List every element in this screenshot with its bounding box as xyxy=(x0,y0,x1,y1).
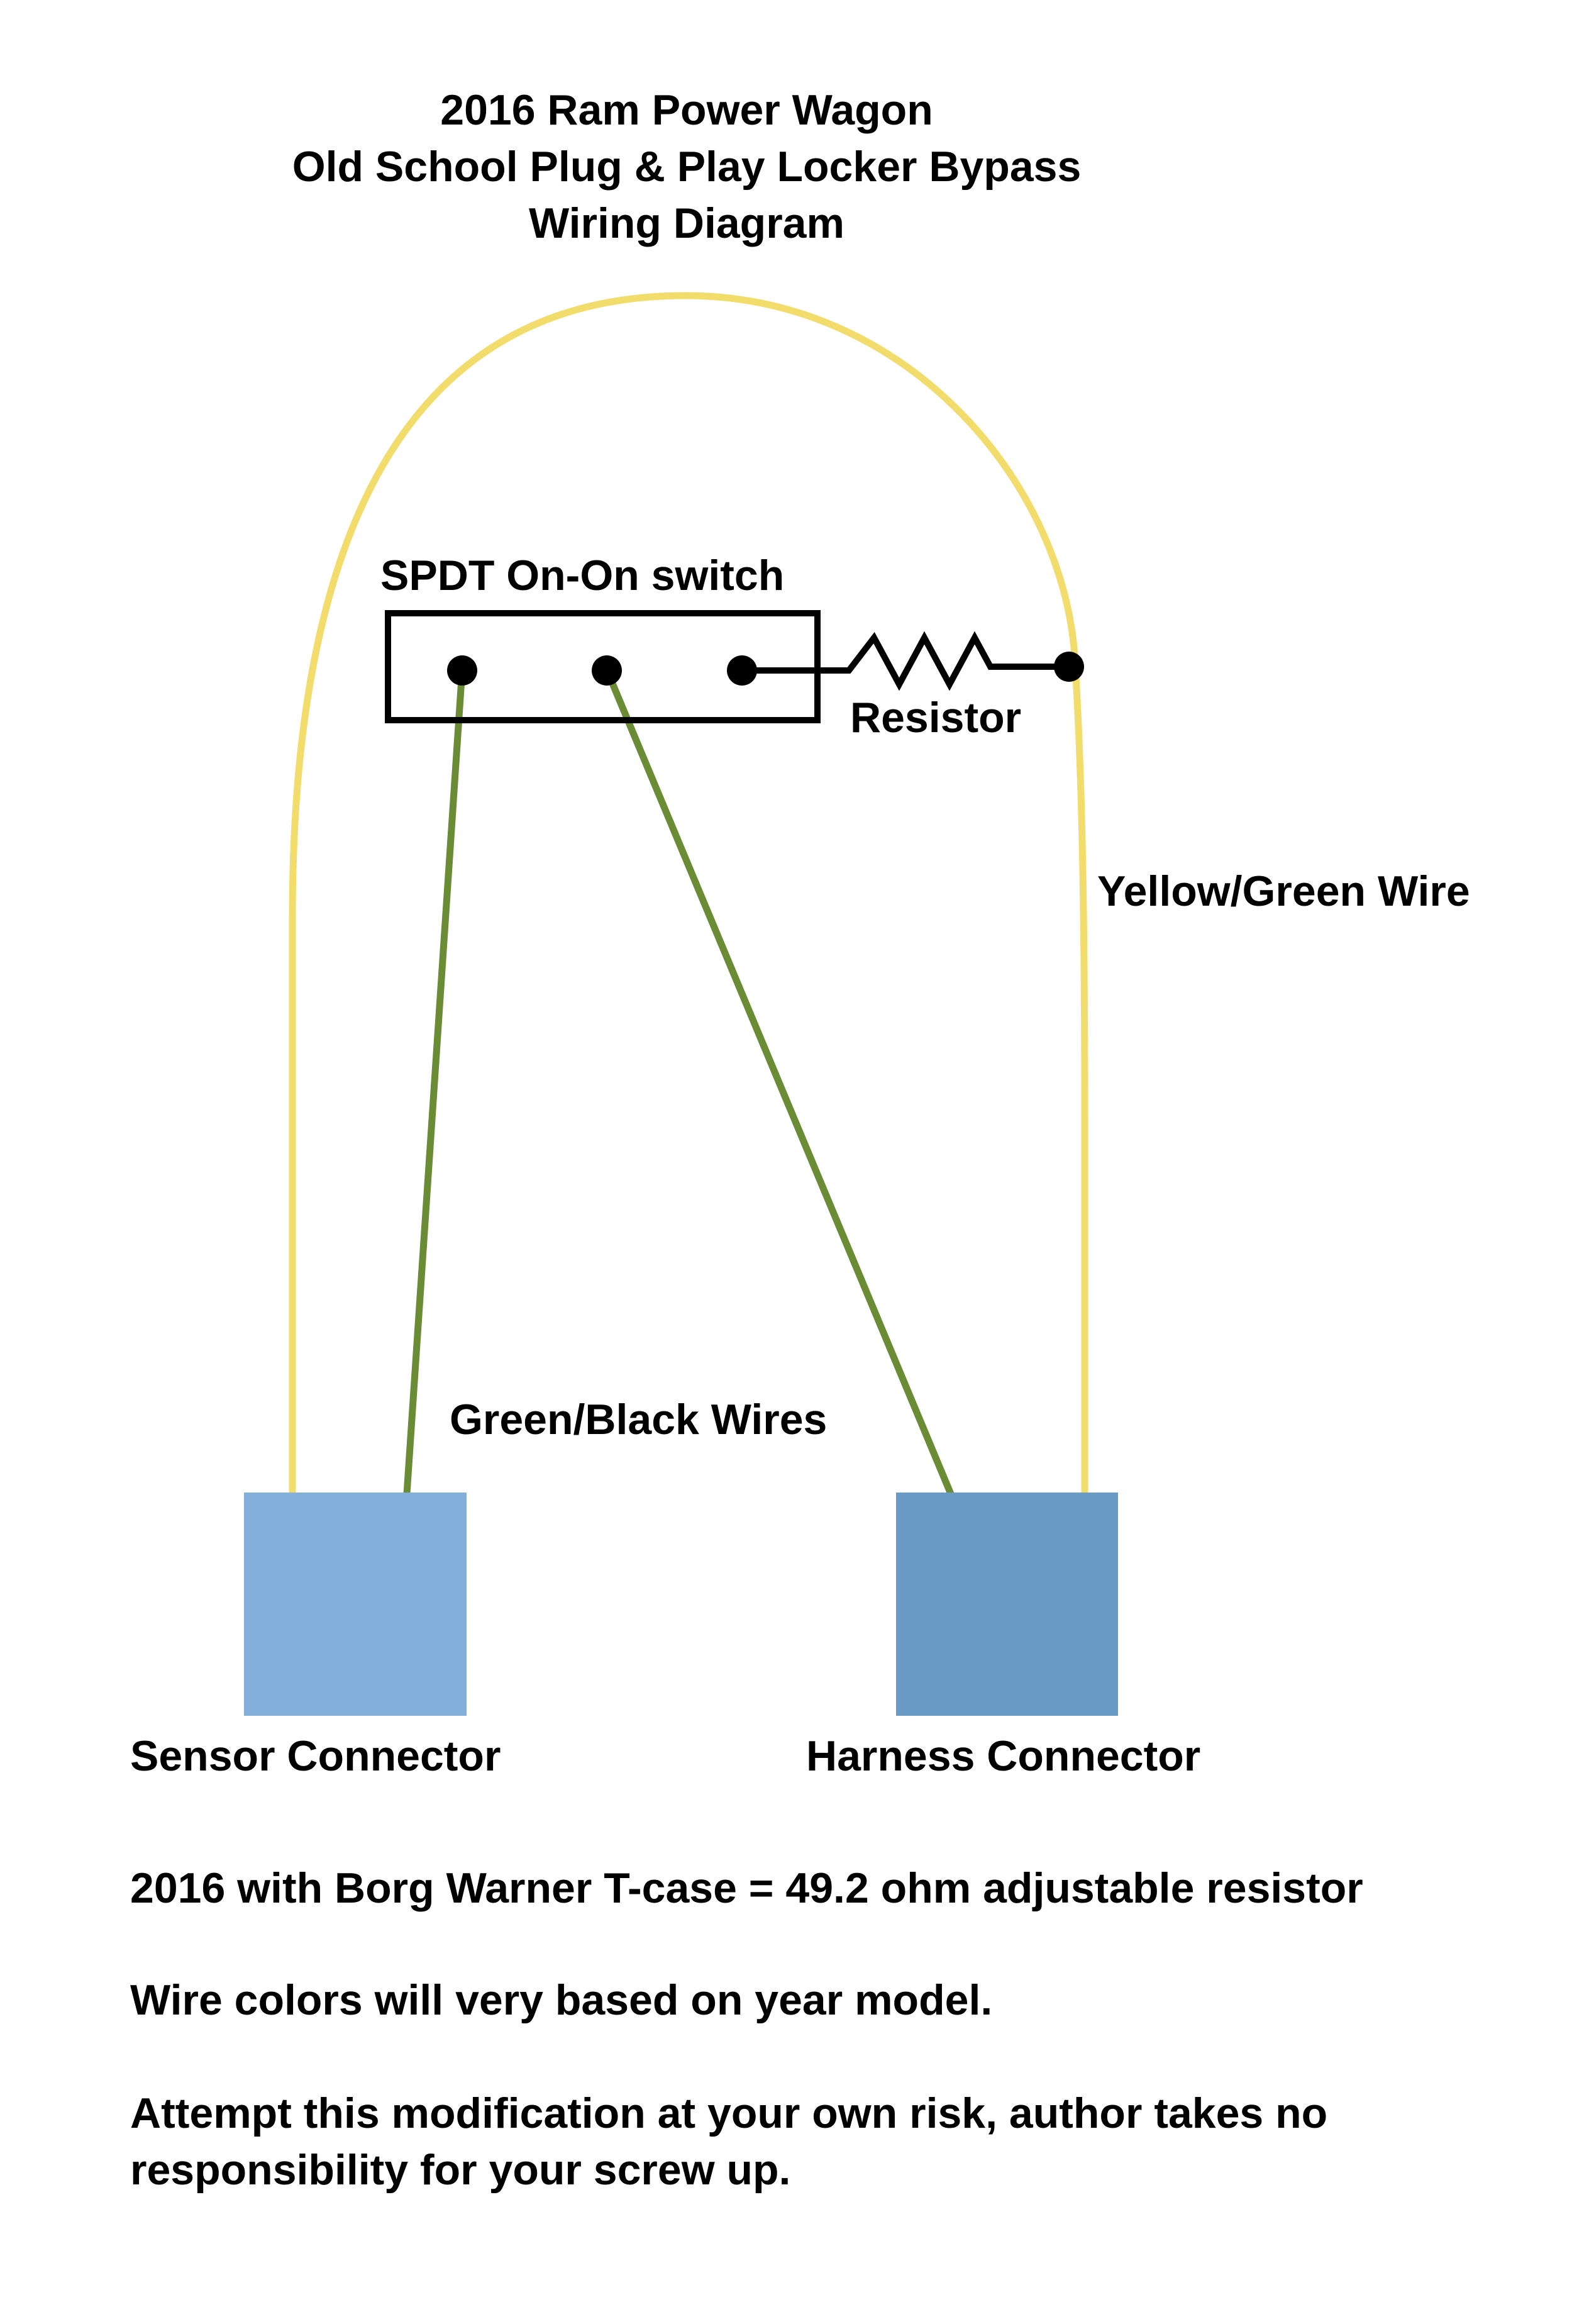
spdt-switch-body xyxy=(385,610,821,723)
title-line-1: 2016 Ram Power Wagon xyxy=(440,86,933,134)
harness-connector-label: Harness Connector xyxy=(806,1732,1200,1780)
title-line-2: Old School Plug & Play Locker Bypass xyxy=(292,143,1082,191)
resistor-terminal xyxy=(1054,652,1084,682)
switch-terminal-1 xyxy=(447,655,477,686)
title-line-3: Wiring Diagram xyxy=(529,199,844,247)
yellow-green-wire xyxy=(289,292,1088,1498)
note-resistor-spec: 2016 with Borg Warner T-case = 49.2 ohm … xyxy=(130,1864,1363,1912)
switch-label: SPDT On-On switch xyxy=(380,552,784,599)
green-black-wire-right xyxy=(603,666,955,1498)
yellow-green-wire-label: Yellow/Green Wire xyxy=(1097,867,1470,915)
sensor-connector-label: Sensor Connector xyxy=(130,1732,501,1780)
switch-terminal-2 xyxy=(592,655,622,686)
resistor-label: Resistor xyxy=(850,694,1021,742)
note-disclaimer-line-2: responsibility for your screw up. xyxy=(130,2146,790,2194)
note-wire-colors: Wire colors will very based on year mode… xyxy=(130,1976,992,2024)
green-black-wire-left xyxy=(403,666,466,1498)
harness-connector xyxy=(896,1493,1118,1716)
sensor-connector xyxy=(244,1493,467,1716)
note-disclaimer-line-1: Attempt this modification at your own ri… xyxy=(130,2089,1327,2137)
resistor-symbol xyxy=(742,631,1069,691)
green-black-wire-label: Green/Black Wires xyxy=(450,1396,827,1443)
